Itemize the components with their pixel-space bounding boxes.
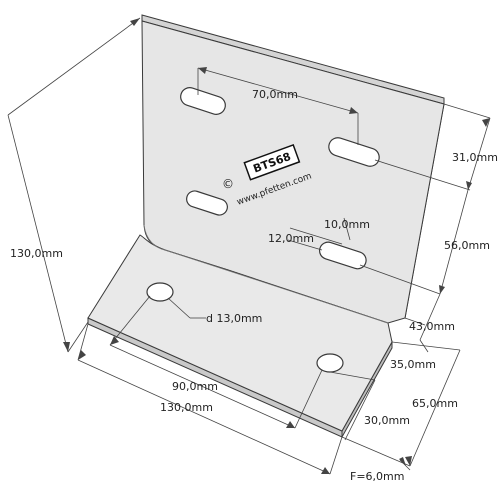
- dim-hole-spacing-top: 70,0mm: [252, 88, 298, 101]
- dim-65: 65,0mm: [412, 397, 458, 410]
- dim-31: 31,0mm: [452, 151, 498, 164]
- slot-hole-top-right: [328, 137, 380, 167]
- dim-base-hole-spacing: 90,0mm: [172, 380, 218, 393]
- slot-hole-bottom-left: [186, 190, 228, 216]
- base-hole-right: [316, 353, 344, 373]
- logo-group: BTS68: [243, 144, 301, 181]
- copyright-symbol: ©: [222, 177, 234, 191]
- dim-35: 35,0mm: [390, 358, 436, 371]
- dim-thickness: F=6,0mm: [350, 470, 404, 483]
- dim-height: 130,0mm: [10, 247, 63, 260]
- dim-30: 30,0mm: [364, 414, 410, 427]
- slot-hole-top-left: [180, 87, 226, 115]
- dim-hole-diameter: d 13,0mm: [206, 312, 262, 325]
- dim-43: 43,0mm: [409, 320, 455, 333]
- dim-56: 56,0mm: [444, 239, 490, 252]
- dimension-lines: [7, 17, 491, 475]
- dimension-arrows: [63, 18, 490, 474]
- logo-box: [243, 144, 301, 181]
- bend-line: [143, 224, 389, 324]
- base-hole-left: [146, 282, 174, 302]
- dim-slot-width: 10,0mm: [324, 218, 370, 231]
- dim-base-width: 130,0mm: [160, 401, 213, 414]
- slot-hole-bottom-right: [319, 241, 367, 270]
- dim-slot-length: 12,0mm: [268, 232, 314, 245]
